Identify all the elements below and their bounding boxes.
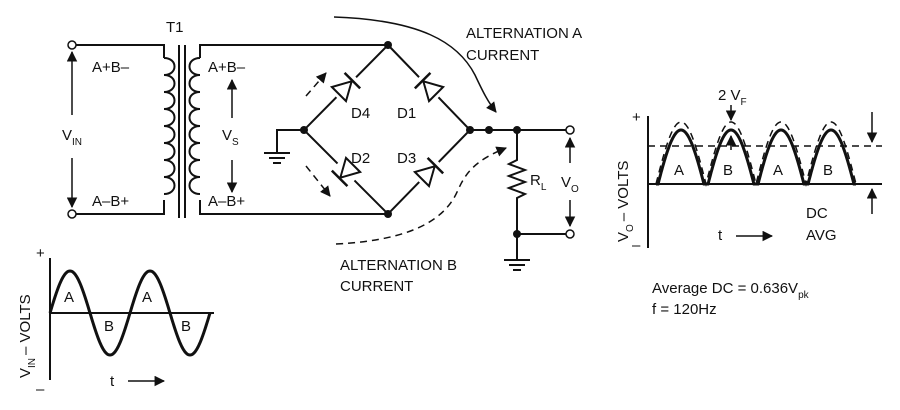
output-time-label: t	[718, 227, 723, 244]
vf-label: 2 VF	[718, 87, 747, 108]
diode-d2	[327, 153, 365, 191]
primary-bottom-polarity: A–B+	[92, 193, 129, 210]
d2-label: D2	[351, 150, 370, 167]
vo-top-terminal	[565, 125, 575, 135]
d4-current-arrow	[305, 72, 327, 97]
alternation-b-path	[335, 146, 507, 245]
frequency-formula: f = 120Hz	[652, 301, 717, 318]
transformer-label: T1	[166, 19, 184, 36]
input-sine-wave	[48, 269, 212, 357]
primary-winding	[163, 57, 176, 195]
secondary-bottom-wire	[199, 200, 388, 215]
alt-b-line1: ALTERNATION B	[340, 257, 457, 274]
output-half-a1: A	[674, 162, 684, 179]
alt-a-line2: CURRENT	[466, 47, 539, 64]
ground-symbol-left	[264, 152, 290, 164]
input-half-b2: B	[181, 318, 191, 335]
primary-bottom-terminal	[67, 209, 77, 219]
alt-a-line1: ALTERNATION A	[466, 25, 582, 42]
primary-top-polarity: A+B–	[92, 59, 130, 76]
average-dc-formula: Average DC = 0.636Vpk	[652, 280, 810, 301]
diode-d4	[327, 68, 365, 106]
secondary-bottom-polarity: A–B+	[208, 193, 245, 210]
ground-symbol-right	[504, 259, 530, 271]
output-waveform-graph: + – VO– VOLTS A B A B 2 VF DC AVG t	[615, 87, 882, 254]
output-half-a2: A	[773, 162, 783, 179]
dc-label-line1: DC	[806, 205, 828, 222]
input-minus-label: –	[36, 381, 45, 398]
primary-top-terminal	[67, 40, 77, 50]
output-plus-label: +	[632, 109, 641, 126]
vo-bottom-terminal	[565, 229, 575, 239]
output-rectified-wave	[656, 128, 856, 186]
load-resistor	[506, 130, 528, 234]
alternation-a-path	[333, 16, 497, 113]
input-waveform-graph: + – VIN– VOLTS A B A B t	[17, 245, 214, 398]
diode-d1	[410, 68, 448, 106]
alt-b-line2: CURRENT	[340, 278, 413, 295]
current-annotations: ALTERNATION A CURRENT ALTERNATION B CURR…	[333, 16, 582, 295]
ground-wire	[276, 129, 304, 153]
vin-label: VIN	[62, 127, 82, 148]
bridge-diamond	[302, 43, 472, 216]
bridge: D4 D1 D2 D3	[264, 41, 474, 218]
formulas: Average DC = 0.636Vpk f = 120Hz	[652, 280, 810, 318]
input-y-label: VIN– VOLTS	[17, 294, 38, 378]
dc-label-line2: AVG	[806, 227, 837, 244]
output-y-label: VO– VOLTS	[615, 161, 636, 242]
input-plus-label: +	[36, 245, 45, 262]
primary-bottom-wire	[76, 200, 165, 215]
rl-label: RL	[530, 172, 547, 193]
d1-label: D1	[397, 105, 416, 122]
vo-label: VO	[561, 174, 579, 195]
secondary-top-polarity: A+B–	[208, 59, 246, 76]
d4-label: D4	[351, 105, 370, 122]
input-half-b1: B	[104, 318, 114, 335]
d2-current-arrow	[305, 165, 331, 197]
node-output-1	[485, 126, 493, 134]
diode-d3	[410, 153, 448, 191]
input-half-a1: A	[64, 289, 74, 306]
vs-label: VS	[222, 127, 239, 148]
secondary-top-wire	[199, 44, 388, 58]
input-time-label: t	[110, 373, 115, 390]
primary-top-wire	[76, 44, 165, 58]
output-minus-label: –	[632, 237, 641, 254]
d3-label: D3	[397, 150, 416, 167]
secondary-winding	[188, 57, 201, 195]
node-top	[384, 41, 392, 49]
load-circuit: RL VO	[470, 125, 579, 271]
transformer: T1 A+B– A–B+ A+B– A–B+ VIN VS	[62, 19, 388, 219]
input-half-a2: A	[142, 289, 152, 306]
output-half-b1: B	[723, 162, 733, 179]
node-bottom	[384, 210, 392, 218]
output-half-b2: B	[823, 162, 833, 179]
